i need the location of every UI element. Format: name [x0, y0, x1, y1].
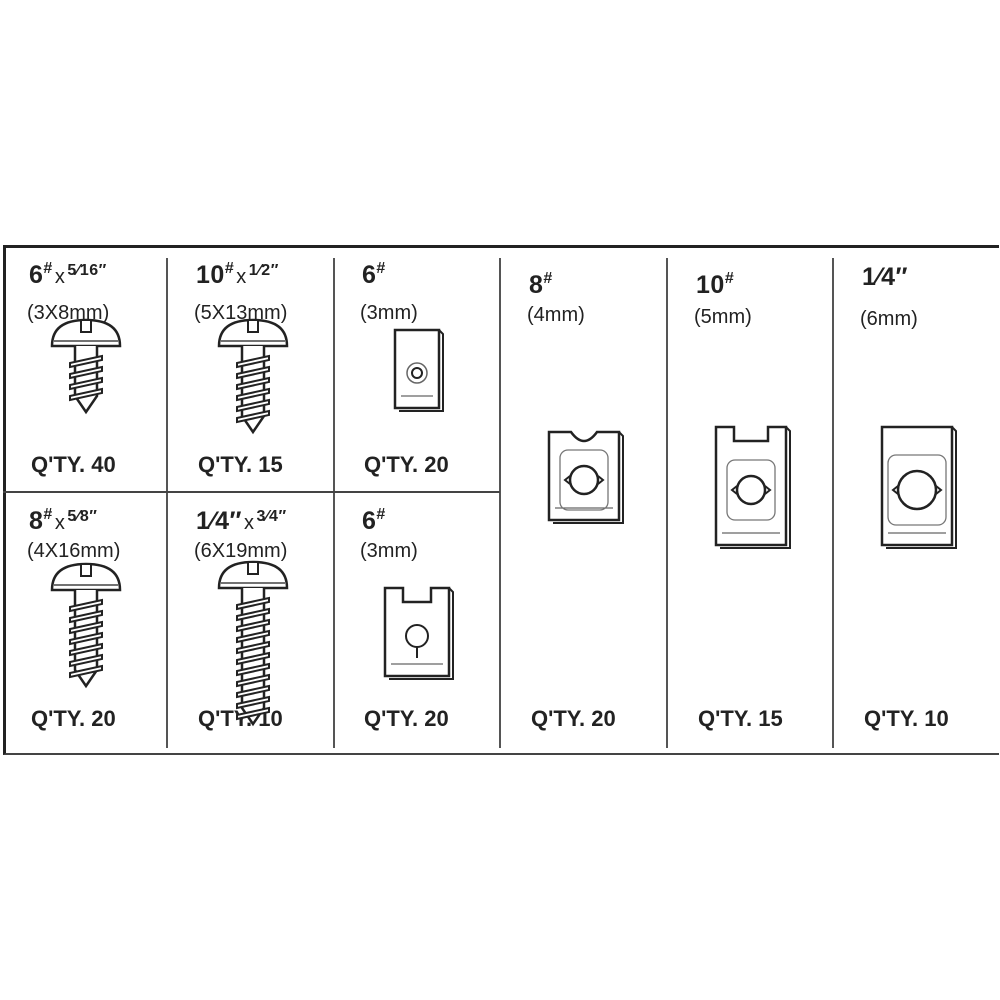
metric-size: (6X19mm) — [194, 540, 288, 562]
screw-icon — [217, 560, 289, 727]
column-divider — [333, 258, 335, 748]
length: 1⁄2″ — [248, 262, 279, 279]
quantity-label: Q'TY. 40 — [31, 452, 116, 477]
gauge: 1⁄4″ — [862, 263, 908, 291]
speed-clip-icon — [714, 425, 791, 549]
parts-chart-frame — [3, 245, 999, 755]
quantity-label: Q'TY. 20 — [531, 706, 616, 731]
part-size-label: 8# — [529, 270, 557, 300]
part-size-label: 6# — [362, 260, 390, 290]
quantity-label: Q'TY. 15 — [198, 452, 283, 477]
metric-size: (3mm) — [360, 540, 418, 562]
length: 5⁄16″ — [67, 262, 107, 279]
metric-size: (4mm) — [527, 304, 585, 326]
gauge: 10 — [196, 261, 225, 289]
gauge: 8 — [29, 507, 44, 535]
times-sign: x — [54, 512, 66, 534]
gauge-unit: # — [543, 270, 553, 287]
quantity-label: Q'TY. 10 — [864, 706, 949, 731]
quantity-label: Q'TY. 20 — [364, 706, 449, 731]
part-size-label: 1⁄4″ — [862, 262, 912, 292]
gauge-unit: # — [376, 260, 386, 277]
gauge-unit: # — [224, 260, 235, 277]
metric-size: (6mm) — [860, 308, 918, 330]
column-divider — [499, 258, 501, 748]
gauge-unit: # — [43, 506, 53, 523]
metric-size: (3mm) — [360, 302, 418, 324]
gauge: 10 — [696, 271, 725, 299]
gauge: 6 — [29, 261, 44, 289]
screw-icon — [217, 318, 289, 435]
times-sign: x — [54, 266, 66, 288]
column-divider — [166, 258, 168, 748]
column-divider — [832, 258, 834, 748]
speed-clip-icon — [393, 328, 444, 412]
gauge-unit: # — [43, 260, 53, 277]
screw-icon — [50, 562, 122, 689]
metric-size: (4X16mm) — [27, 540, 121, 562]
quantity-label: Q'TY. 15 — [698, 706, 783, 731]
quantity-label: Q'TY. 20 — [31, 706, 116, 731]
speed-clip-icon — [547, 430, 624, 524]
speed-clip-icon — [880, 425, 957, 549]
gauge: 8 — [529, 271, 544, 299]
metric-size: (5mm) — [694, 306, 752, 328]
part-size-label: 10# — [696, 270, 738, 300]
quantity-label: Q'TY. 20 — [364, 452, 449, 477]
length: 5⁄8″ — [67, 508, 98, 525]
gauge-unit: # — [376, 506, 386, 523]
metric-size: (3X8mm) — [27, 302, 110, 324]
gauge: 1⁄4″ — [196, 507, 242, 535]
screw-icon — [50, 318, 122, 415]
times-sign: x — [243, 512, 255, 534]
speed-clip-icon — [383, 586, 454, 680]
metric-size: (5X13mm) — [194, 302, 288, 324]
gauge-unit: # — [724, 270, 735, 287]
column-divider — [666, 258, 668, 748]
gauge: 6 — [362, 261, 377, 289]
times-sign: x — [236, 266, 247, 288]
row-divider — [3, 491, 500, 493]
gauge: 6 — [362, 507, 377, 535]
part-size-label: 6# — [362, 506, 390, 536]
length: 3⁄4″ — [256, 508, 287, 525]
